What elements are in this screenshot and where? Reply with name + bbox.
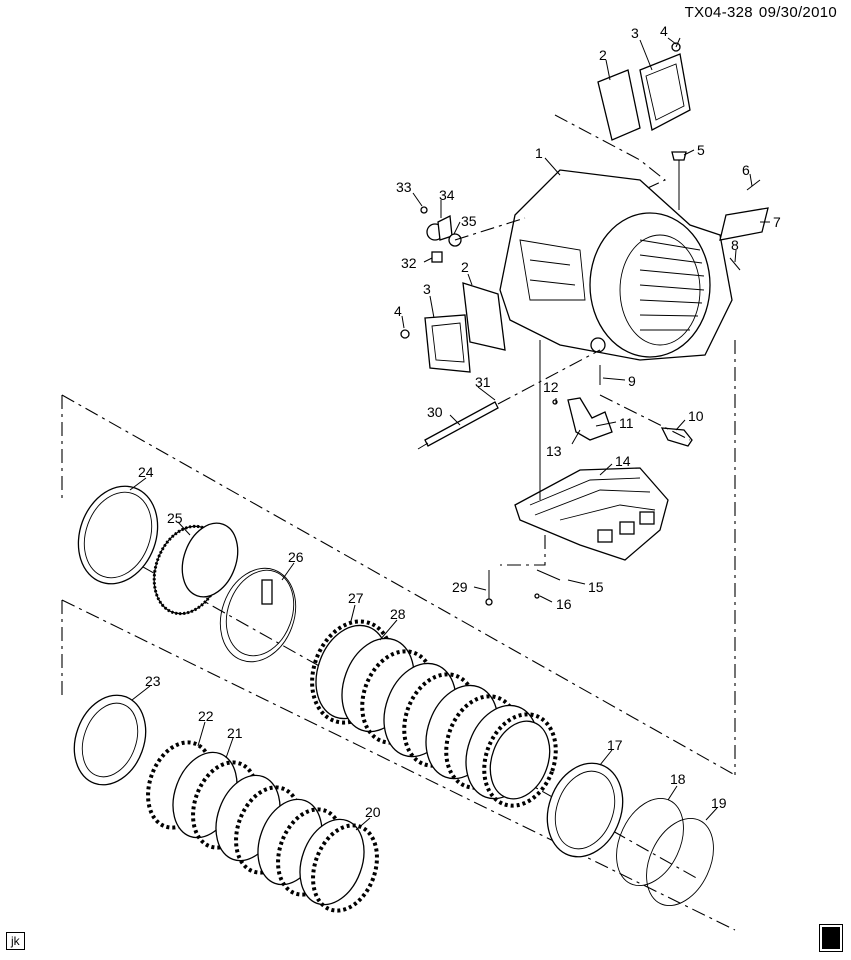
callout-labels: 1 2 3 4 5 6 7 8 9 10 11 12 13 14 15 16 1…	[138, 23, 781, 820]
pressure-plate	[73, 694, 147, 786]
clutch-drum	[152, 522, 239, 616]
callout-5: 5	[697, 142, 705, 158]
transmission-case	[499, 169, 733, 361]
drafter-initials: jk	[6, 932, 25, 950]
callout-15: 15	[588, 579, 604, 595]
snap-rings	[616, 797, 714, 907]
callout-13: 13	[546, 443, 562, 459]
callout-18: 18	[670, 771, 686, 787]
callout-leaders	[129, 37, 770, 831]
callout-29: 29	[452, 579, 468, 595]
callout-14: 14	[615, 453, 631, 469]
manual-shift-parts	[552, 365, 693, 447]
callout-30: 30	[427, 404, 443, 420]
leader-sensor	[454, 217, 526, 241]
callout-8: 8	[731, 237, 739, 253]
callout-34: 34	[439, 187, 455, 203]
drawing-date: 09/30/2010	[758, 4, 837, 21]
upper-clutch-boundary	[61, 340, 736, 776]
callout-17: 17	[607, 737, 623, 753]
callout-7: 7	[773, 214, 781, 230]
side-cover-assembly	[400, 282, 506, 373]
valve-body	[514, 467, 669, 561]
callout-6: 6	[742, 162, 750, 178]
callout-2-side: 2	[461, 259, 469, 275]
drawing-header: TX04-328 09/30/2010	[679, 4, 837, 21]
callout-35: 35	[461, 213, 477, 229]
clutch-ring	[77, 485, 159, 585]
callout-26: 26	[288, 549, 304, 565]
backing-plate	[546, 762, 624, 858]
callout-22: 22	[198, 708, 214, 724]
callout-3-top: 3	[631, 25, 639, 41]
callout-3-side: 3	[423, 281, 431, 297]
callout-28: 28	[390, 606, 406, 622]
callout-2-top: 2	[599, 47, 607, 63]
callout-10: 10	[688, 408, 704, 424]
callout-24: 24	[138, 464, 154, 480]
manual-shaft	[417, 349, 601, 450]
callout-16: 16	[556, 596, 572, 612]
callout-19: 19	[711, 795, 727, 811]
callout-20: 20	[365, 804, 381, 820]
callout-33: 33	[396, 179, 412, 195]
gm-spo-logo	[819, 924, 843, 952]
upper-clutch-plates	[310, 619, 558, 808]
callout-12: 12	[543, 379, 559, 395]
drawing-id: TX04-328	[684, 4, 753, 21]
callout-1: 1	[535, 145, 543, 161]
callout-11: 11	[619, 415, 634, 431]
case-small-parts	[671, 151, 769, 271]
brake-band	[219, 567, 297, 663]
callout-25: 25	[167, 510, 183, 526]
lower-clutch-plates	[146, 740, 379, 913]
callout-21: 21	[227, 725, 243, 741]
callout-31: 31	[475, 374, 491, 390]
callout-4-top: 4	[660, 23, 668, 39]
lower-clutch-boundary	[61, 599, 736, 931]
top-cover-assembly	[597, 37, 691, 141]
callout-4-side: 4	[394, 303, 402, 319]
callout-32: 32	[401, 255, 417, 271]
speed-sensor-assembly	[420, 206, 462, 263]
callout-27: 27	[348, 590, 364, 606]
valve-body-bolts	[485, 569, 561, 606]
callout-23: 23	[145, 673, 161, 689]
callout-9: 9	[628, 373, 636, 389]
